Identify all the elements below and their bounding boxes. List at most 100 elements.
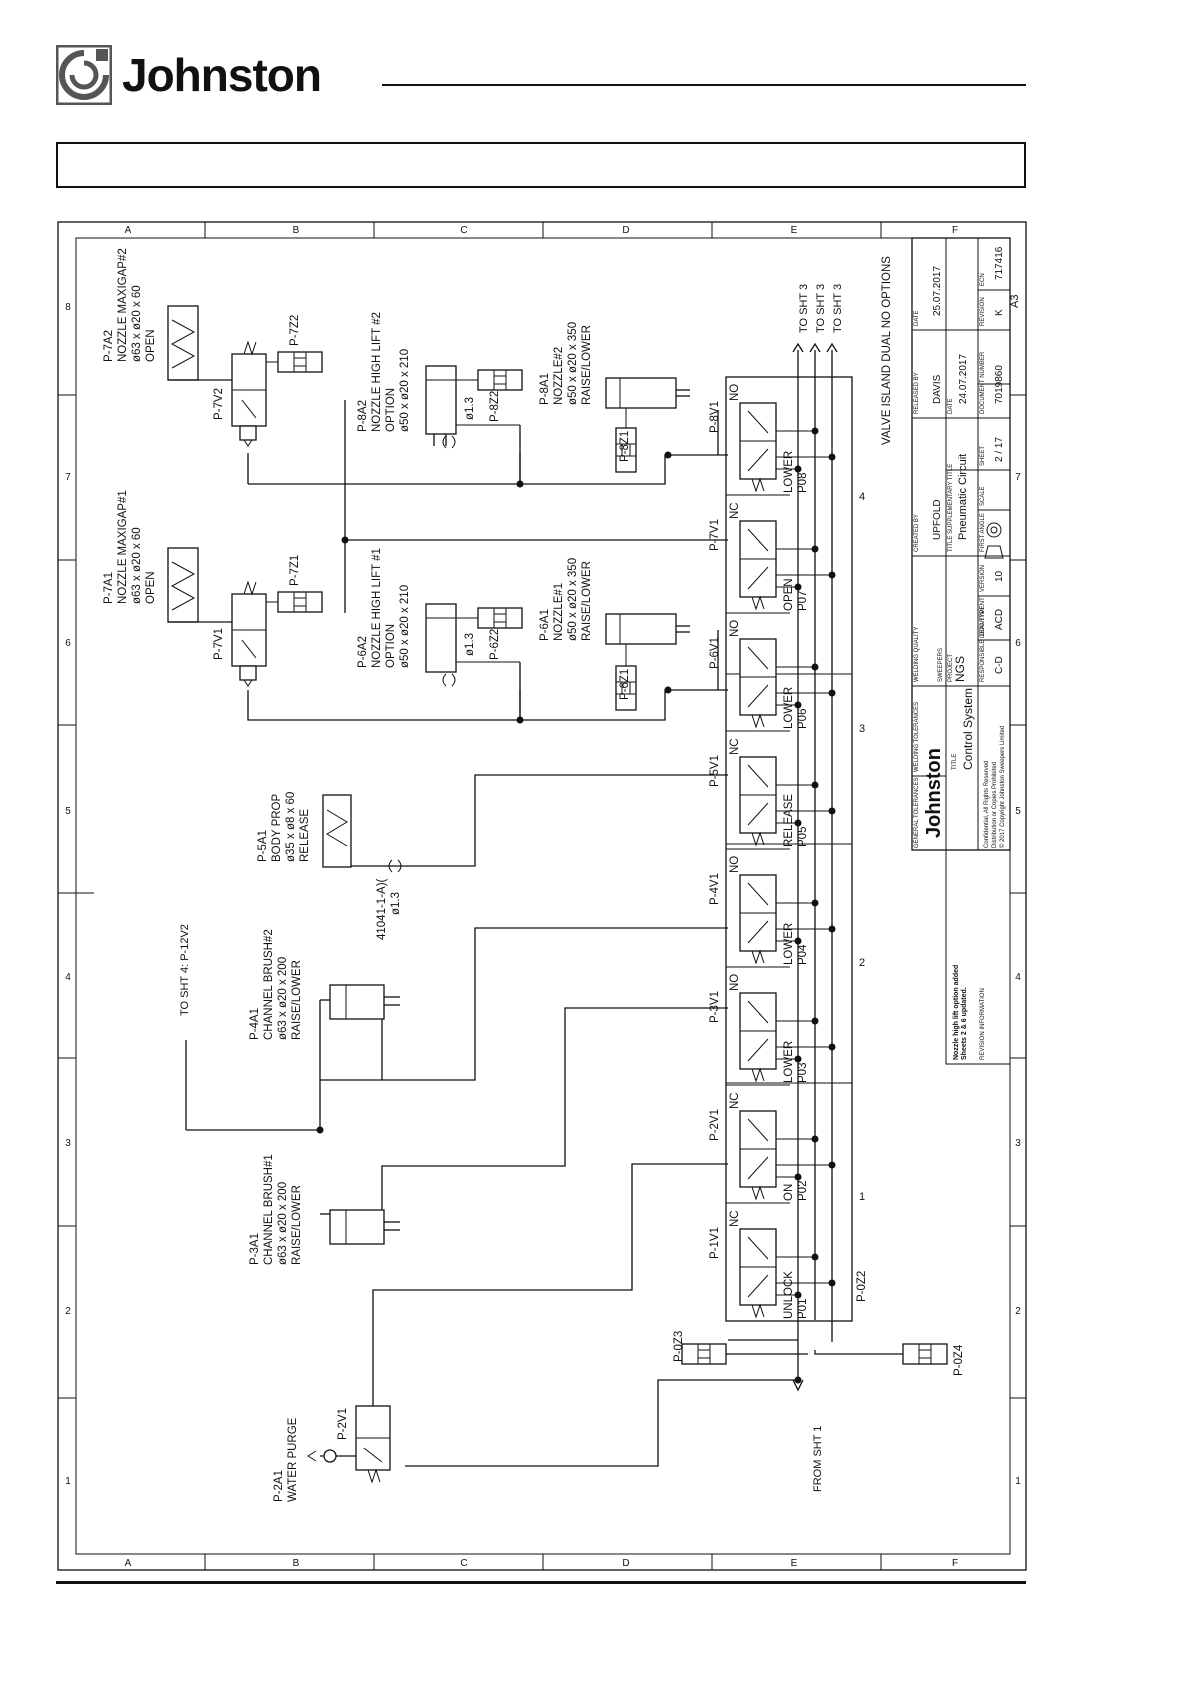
label-p-8a1-id: P-8A1	[539, 373, 551, 405]
valve-p-7v1	[231, 580, 300, 687]
tb-ecn: 717416	[994, 246, 1005, 280]
valve-p-7v1-spring-icon	[751, 595, 765, 611]
valve-p-5v1-flow-arrow-2	[747, 802, 769, 826]
valve-island-title: VALVE ISLAND DUAL NO OPTIONS	[881, 256, 893, 445]
valve-p-7v1-id: P-7V1	[709, 519, 721, 551]
valve-p-5v1-state: NC	[729, 738, 741, 755]
valve-p-8v1-port: P08	[797, 473, 809, 493]
valve-p-3v1-state: NO	[729, 974, 741, 991]
cylinder-p-6a1	[605, 613, 690, 676]
grid-number-3-right: 3	[1015, 1138, 1021, 1149]
valve-p-1v1-flow-arrow-2	[747, 1274, 769, 1298]
tb-dept-label: RESPONSIBLE DEPARTMENT	[980, 597, 986, 682]
grid-number-1: 1	[65, 1476, 71, 1487]
cylinder-p-4a1	[320, 984, 400, 1080]
label-p-8a1: P-8A1 NOZZLE#2 ø50 x ø20 x 350 RAISE/LOW…	[539, 322, 593, 405]
grid-number-8: 8	[65, 302, 71, 313]
title-block: GENERAL TOLERANCES WELDING TOLERANCES WE…	[911, 237, 1021, 1065]
filter-p-0z4-icon	[902, 1343, 948, 1365]
label-p-5a1-name: BODY PROP	[271, 794, 283, 862]
grid-letters-top: A B C D E F	[125, 225, 958, 236]
filter-p-8z2-icon	[477, 369, 523, 391]
component-labels: P-7A2 NOZZLE MAXIGAP#2 ø63 x ø20 x 60 OP…	[103, 248, 593, 1502]
tb-size: A3	[1009, 295, 1021, 308]
drawing-inner-frame	[75, 237, 1011, 1555]
valve-p-8v1-id: P-8V1	[709, 401, 721, 433]
valve-p-6v1-function: LOWER	[783, 687, 795, 729]
tb-released-by: DAVIS	[932, 374, 943, 404]
zone-number-1: 1	[859, 1191, 865, 1203]
grid-number-2: 2	[65, 1306, 71, 1317]
tb-docnum: 7019860	[994, 365, 1005, 404]
label-p-4a1-action: RAISE/LOWER	[291, 960, 303, 1040]
valve-p-1v1-flow-arrow	[747, 1236, 769, 1260]
label-p-8a1-size: ø50 x ø20 x 350	[567, 322, 579, 405]
orifice-p-8a2: ø1.3	[464, 397, 476, 420]
label-p-7a2: P-7A2 NOZZLE MAXIGAP#2 ø63 x ø20 x 60 OP…	[103, 248, 157, 362]
label-p-4a1-size: ø63 x ø20 x 200	[277, 957, 289, 1040]
label-p-6a1: P-6A1 NOZZLE#1 ø50 x ø20 x 350 RAISE/LOW…	[539, 558, 593, 641]
valve-p-1v1-state: NC	[729, 1210, 741, 1227]
valve-p-2v1-port: P02	[797, 1181, 809, 1201]
tb-dept: C-D	[994, 656, 1005, 674]
label-p-5a1-id: P-5A1	[257, 830, 269, 862]
label-p-3a1-size: ø63 x ø20 x 200	[277, 1182, 289, 1265]
label-p-7a1-name: NOZZLE MAXIGAP#1	[117, 490, 129, 604]
grid-letter-c-bottom: C	[460, 1558, 467, 1569]
tb-revision-label: REVISION	[980, 297, 986, 326]
label-p-6a2-id: P-6A2	[357, 636, 369, 668]
tb-released-date: 25.07.2017	[932, 266, 943, 316]
tb-supp-title: Pneumatic Circuit	[957, 454, 969, 540]
tb-confidential: Confidential, All Rights Reserved	[984, 761, 990, 848]
valve-p-4v1-flow-arrow-2	[747, 920, 769, 944]
grid-letter-d-bottom: D	[622, 1558, 629, 1569]
grid-number-7: 7	[65, 472, 71, 483]
tb-created-date: 24.07.2017	[958, 354, 969, 404]
component-tags: P-7V2 P-7Z2 P-7V1 P-7Z1 P-8Z2 P-6Z2 P-8Z…	[213, 315, 965, 1440]
tb-doctype-label: DOC TYPE	[980, 605, 986, 636]
label-p-2a1-name: WATER PURGE	[287, 1417, 299, 1502]
valve-p-4v1-flow-arrow	[747, 882, 769, 906]
tb-distribution: Distribution or Copies Prohibited	[992, 762, 998, 848]
valve-p-8v1-flow-arrow-2	[747, 448, 769, 472]
tb-welding-quality: WELDING QUALITY	[914, 627, 920, 682]
label-p-3a1-name: CHANNEL BRUSH#1	[263, 1154, 275, 1265]
tb-revision-info-label: REVISION INFORMATION	[980, 988, 986, 1060]
valve-p-3v1-flow-arrow	[747, 1000, 769, 1024]
valve-p-2v1-state: NC	[729, 1092, 741, 1109]
grid-letter-d: D	[622, 225, 629, 236]
valve-p-8v1-flow-arrow	[747, 410, 769, 434]
label-p-6a1-action: RAISE/LOWER	[581, 561, 593, 641]
valve-p-2v1-id: P-2V1	[709, 1109, 721, 1141]
grid-letter-f-bottom: F	[952, 1558, 958, 1569]
valve-p-2v1-flow-arrow-2	[747, 1156, 769, 1180]
valve-p-1v1-id: P-1V1	[709, 1227, 721, 1259]
grid-number-1-right: 1	[1015, 1476, 1021, 1487]
label-p-8a2: P-8A2 NOZZLE HIGH LIFT #2 OPTION ø50 x ø…	[357, 312, 411, 432]
label-p-2a1: P-2A1 WATER PURGE	[273, 1417, 299, 1502]
tb-supp-label: TITLE SUPPLEMENTARY TITLE	[948, 464, 954, 552]
tb-general-tolerances: GENERAL TOLERANCES	[914, 777, 920, 848]
label-p-6a1-name: NOZZLE#1	[553, 583, 565, 641]
tb-title-label: TITLE	[952, 754, 958, 770]
document-title-box	[56, 142, 1026, 188]
brand-logo: Johnston	[56, 44, 322, 106]
grid-numbers-left: 8 7 6 5 4 3 2 1	[65, 302, 71, 1487]
label-p-3a1-id: P-3A1	[249, 1233, 261, 1265]
tb-date2-label: DATE	[914, 310, 920, 326]
tag-p-0z4: P-0Z4	[953, 1344, 965, 1376]
valve-p-4v1-state: NO	[729, 856, 741, 873]
grid-letter-e-bottom: E	[791, 1558, 798, 1569]
grid-number-2-right: 2	[1015, 1306, 1021, 1317]
valve-p-2v1	[307, 1405, 391, 1484]
valve-p-5v1-flow-arrow	[747, 764, 769, 788]
label-p-7a1: P-7A1 NOZZLE MAXIGAP#1 ø63 x ø20 x 60 OP…	[103, 490, 157, 604]
tag-p-0z3: P-0Z3	[673, 1331, 685, 1362]
valve-p-1v1-spring-icon	[751, 1303, 765, 1319]
supply-rails	[792, 342, 838, 1392]
label-p-8a2-id: P-8A2	[357, 400, 369, 432]
tb-sheet: 2 / 17	[994, 437, 1005, 462]
orifice-p-6a2: ø1.3	[464, 633, 476, 656]
label-p-5a1-action: RELEASE	[299, 809, 311, 862]
grid-letter-a-bottom: A	[125, 1558, 132, 1569]
